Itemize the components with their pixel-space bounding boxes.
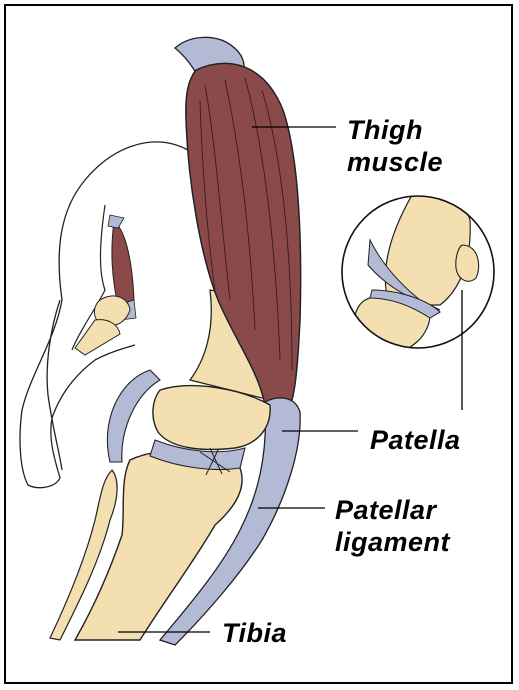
thigh-muscle-label: Thigh muscle	[347, 114, 443, 178]
tibia-label: Tibia	[222, 617, 287, 649]
patellar-ligament-label-line2: ligament	[335, 526, 450, 558]
small-tibia-bone	[75, 320, 120, 355]
inset-knee-detail	[340, 190, 500, 355]
patellar-ligament-label: Patellar ligament	[335, 494, 450, 558]
thigh-muscle-label-line1: Thigh	[347, 114, 443, 146]
thigh-muscle-label-line2: muscle	[347, 146, 443, 178]
patellar-ligament-label-line1: Patellar	[335, 494, 450, 526]
patella-label: Patella	[370, 424, 461, 456]
small-thigh-muscle	[112, 222, 134, 305]
